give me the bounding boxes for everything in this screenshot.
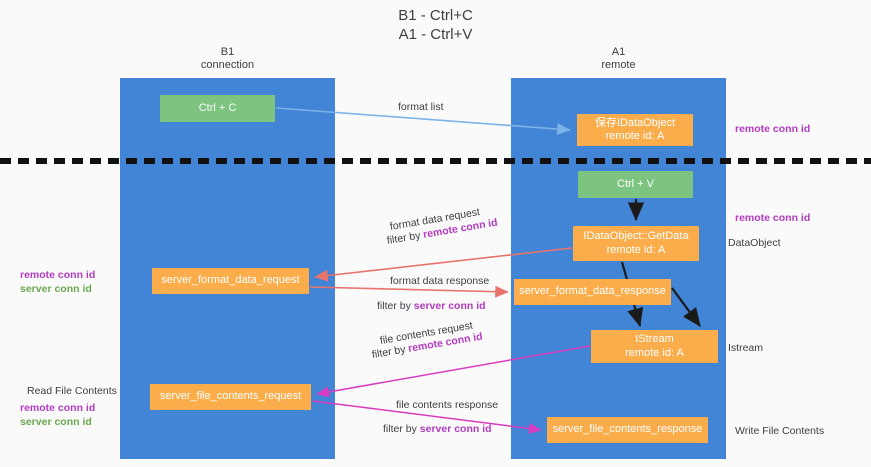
annotation-dataobject: DataObject	[728, 237, 781, 249]
annotation-remote-conn-id-left: remote conn id	[20, 269, 96, 281]
filter-prefix: filter by	[371, 343, 410, 361]
node-ctrl-c[interactable]: Ctrl + C	[160, 95, 275, 122]
annotation-remote-conn-id-top: remote conn id	[735, 123, 811, 135]
annotation-server-conn-id-left-2: server conn id	[20, 416, 92, 428]
node-idataobject-getdata[interactable]: IDataObject::GetData remote id: A	[573, 226, 699, 261]
node-server-file-contents-response[interactable]: server_file_contents_response	[547, 417, 708, 443]
annotation-read-file-contents: Read File Contents	[27, 385, 117, 397]
annotation-left-conn-ids-bottom: remote conn id server conn id	[20, 401, 95, 429]
edge-label-file-contents-response: file contents response	[396, 399, 499, 411]
filter-key-server-conn-id: server conn id	[413, 300, 486, 312]
edge-label-format-list: format list	[398, 101, 444, 113]
node-server-format-data-request[interactable]: server_format_data_request	[152, 268, 309, 294]
annotation-write-file-contents: Write File Contents	[735, 425, 825, 437]
page-title: B1 - Ctrl+C A1 - Ctrl+V	[398, 7, 473, 43]
node-istream[interactable]: IStream remote id: A	[591, 330, 718, 363]
edge-label-file-contents-response-filter: filter by server conn id	[383, 422, 492, 436]
annotation-remote-conn-id-left-2: remote conn id	[20, 402, 96, 414]
swimlane-b1-title: B1 connection	[200, 46, 255, 71]
edge-label-format-data-response-filter: filter by server conn id	[377, 299, 486, 313]
edge-label-format-data-response: format data response	[390, 275, 490, 287]
filter-prefix: filter by	[383, 423, 420, 435]
annotation-left-conn-ids-top: remote conn id server conn id	[20, 268, 95, 296]
filter-key-server-conn-id: server conn id	[419, 423, 492, 435]
node-save-idataobject[interactable]: 保存IDataObject remote id: A	[577, 114, 693, 146]
node-server-file-contents-request[interactable]: server_file_contents_request	[150, 384, 311, 410]
filter-prefix: filter by	[377, 300, 414, 312]
swimlane-a1-title: A1 remote	[601, 46, 636, 71]
annotation-istream: Istream	[728, 342, 764, 354]
annotation-remote-conn-id-mid: remote conn id	[735, 212, 811, 224]
node-ctrl-v[interactable]: Ctrl + V	[578, 171, 693, 198]
node-server-format-data-response[interactable]: server_format_data_response	[514, 279, 671, 305]
annotation-server-conn-id-left: server conn id	[20, 283, 92, 295]
